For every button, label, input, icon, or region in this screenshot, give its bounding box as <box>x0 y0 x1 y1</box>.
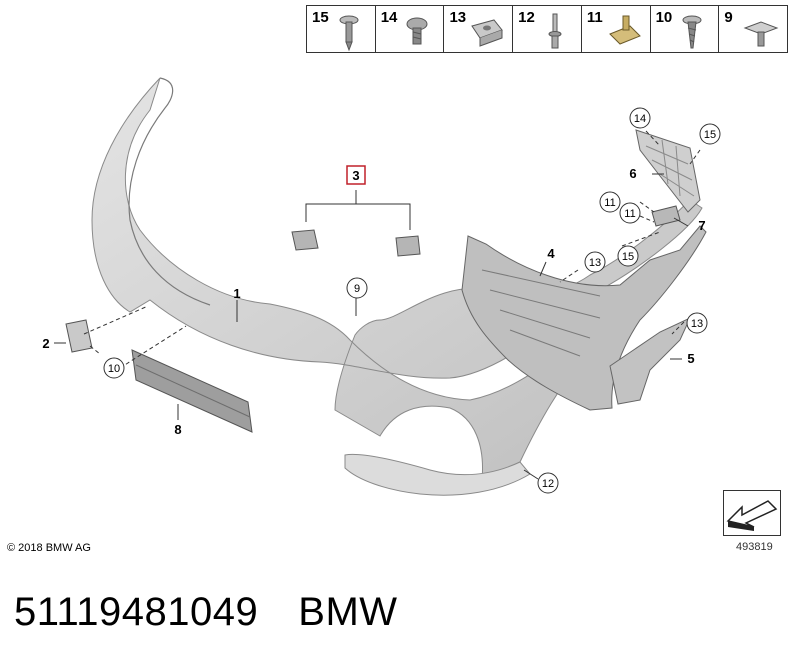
strip-number: 14 <box>380 9 398 26</box>
label-part-4[interactable]: 4 <box>547 246 555 261</box>
grille-insert-part-6[interactable] <box>635 129 701 213</box>
callout-9[interactable]: 9 <box>346 277 368 299</box>
bumper-panel[interactable] <box>91 77 703 481</box>
svg-text:11: 11 <box>604 197 615 209</box>
label-part-3-highlight[interactable]: 3 <box>346 165 366 185</box>
part-footer: 51119481049 BMW <box>14 590 398 635</box>
svg-text:11: 11 <box>624 208 635 220</box>
pin-icon <box>548 13 562 49</box>
strip-number: 9 <box>724 9 733 26</box>
callout-13-carrier[interactable]: 13 <box>584 251 606 273</box>
callout-10[interactable]: 10 <box>103 357 125 379</box>
callout-11-lower[interactable]: 11 <box>619 202 641 224</box>
spring-nut-icon <box>608 15 641 45</box>
callout-11-upper[interactable]: 11 <box>599 191 621 213</box>
strip-cell-9[interactable]: 9 <box>719 6 787 52</box>
strip-cell-13[interactable]: 13 <box>444 6 514 52</box>
strip-cell-11[interactable]: 11 <box>582 6 651 52</box>
strip-number: 13 <box>449 9 467 26</box>
clip-part-7[interactable] <box>651 205 681 227</box>
strip-number: 12 <box>518 9 535 26</box>
callout-12[interactable]: 12 <box>537 472 559 494</box>
self-tap-screw-icon <box>682 15 702 49</box>
strip-cell-10[interactable]: 10 <box>651 6 720 52</box>
clip-nut-icon <box>471 19 503 47</box>
callout-15-mid[interactable]: 15 <box>617 245 639 267</box>
callout-13-bracket[interactable]: 13 <box>686 312 708 334</box>
diagram-reference-id: 493819 <box>736 541 773 553</box>
svg-text:13: 13 <box>589 257 601 269</box>
svg-text:14: 14 <box>634 113 646 125</box>
callout-14[interactable]: 14 <box>629 107 651 129</box>
svg-text:9: 9 <box>354 283 360 295</box>
part-number: 51119481049 <box>14 590 259 634</box>
label-part-2[interactable]: 2 <box>42 336 49 351</box>
carrier-part-4[interactable] <box>461 225 707 411</box>
bracket-part-2[interactable] <box>65 319 93 353</box>
svg-text:13: 13 <box>691 318 703 330</box>
svg-text:10: 10 <box>108 363 120 375</box>
strip-number: 10 <box>655 9 673 26</box>
expanding-rivet-icon <box>743 21 779 47</box>
label-part-6[interactable]: 6 <box>629 166 636 181</box>
svg-text:3: 3 <box>352 168 359 183</box>
parts-strip: 15 14 13 12 11 <box>306 5 788 53</box>
bolt-icon <box>339 15 359 52</box>
strip-cell-12[interactable]: 12 <box>513 6 582 52</box>
bracket-part-3-left[interactable] <box>291 229 319 251</box>
label-part-1[interactable]: 1 <box>233 286 240 301</box>
bracket-part-3-right[interactable] <box>395 235 421 257</box>
arrow-icon <box>726 500 778 531</box>
bracket-part-5[interactable] <box>609 316 692 405</box>
strip-number: 15 <box>312 9 329 26</box>
label-part-5[interactable]: 5 <box>687 351 694 366</box>
bumper-upper-lip <box>128 77 211 306</box>
carrier-inner-ribs <box>481 269 601 357</box>
strip-number: 11 <box>586 9 603 26</box>
brand-name: BMW <box>298 590 398 634</box>
screw-icon <box>406 17 428 45</box>
svg-text:15: 15 <box>622 251 634 263</box>
copyright-notice: © 2018 BMW AG <box>7 542 91 554</box>
reference-arrow-box <box>723 490 781 536</box>
label-part-7[interactable]: 7 <box>698 218 705 233</box>
strip-cell-14[interactable]: 14 <box>376 6 445 52</box>
label-part-8[interactable]: 8 <box>174 422 181 437</box>
callout-15-top[interactable]: 15 <box>699 123 721 145</box>
strip-cell-15[interactable]: 15 <box>307 6 376 52</box>
svg-text:12: 12 <box>542 478 554 490</box>
svg-text:15: 15 <box>704 129 716 141</box>
grille-insert-mesh <box>645 139 695 197</box>
